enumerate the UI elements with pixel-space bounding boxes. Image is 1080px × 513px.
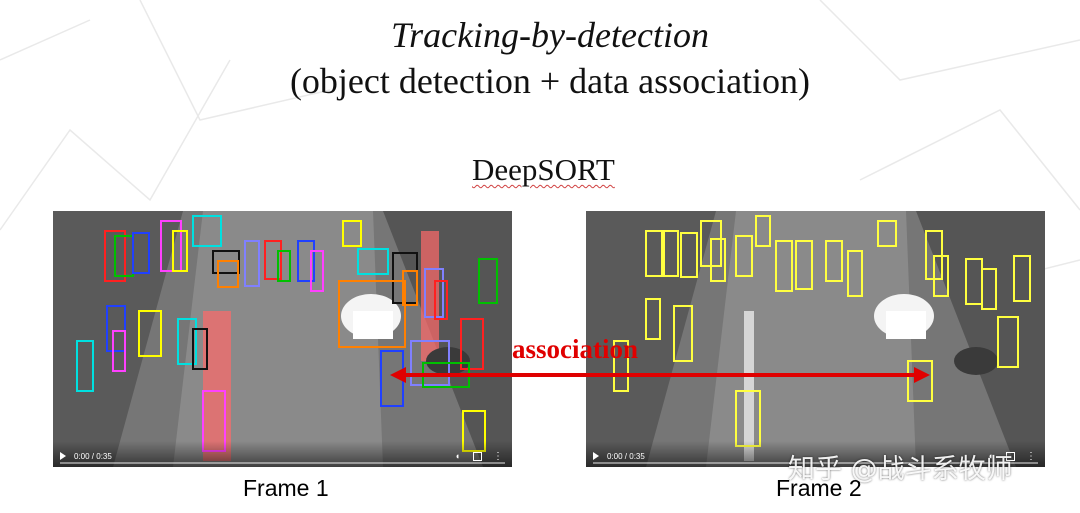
detection-box	[965, 258, 983, 305]
detection-box	[357, 248, 389, 275]
more-vertical-icon[interactable]: ⋮	[1026, 451, 1036, 462]
detection-box	[1013, 255, 1031, 302]
detection-box	[877, 220, 897, 247]
detection-box	[160, 220, 182, 272]
frame-2-player-controls: 0:00 / 0:35 ◖ ⋮	[586, 441, 1045, 467]
detection-box	[613, 340, 629, 392]
detection-box	[338, 280, 406, 348]
detection-box	[775, 240, 793, 292]
frame-1-caption: Frame 1	[243, 475, 329, 501]
detection-box	[755, 215, 771, 247]
detection-box	[277, 250, 291, 282]
detection-box	[933, 255, 949, 297]
frame-2-caption: Frame 2	[776, 475, 862, 501]
captions-icon[interactable]: ◖	[454, 451, 460, 461]
detection-box	[132, 232, 150, 274]
detection-box	[402, 270, 418, 306]
detection-box	[460, 318, 484, 370]
detection-box	[710, 238, 726, 282]
frame-1-detection-boxes	[76, 215, 498, 452]
detection-box	[735, 390, 761, 447]
detection-box	[680, 232, 698, 278]
play-icon[interactable]	[60, 452, 66, 460]
detection-box	[907, 360, 933, 402]
detection-box	[645, 230, 663, 277]
progress-bar[interactable]	[60, 462, 505, 464]
detection-box	[645, 298, 661, 340]
detection-box	[310, 250, 324, 292]
detection-box	[112, 330, 126, 372]
detection-box	[192, 328, 208, 370]
detection-box	[434, 280, 448, 320]
frame-2-detection-boxes	[613, 215, 1031, 447]
watermark: 知乎 @战斗系牧师	[788, 454, 1013, 485]
fullscreen-icon[interactable]	[1006, 452, 1015, 461]
detection-box	[297, 240, 315, 282]
detection-box	[478, 258, 498, 304]
detection-box	[138, 310, 162, 357]
detection-box	[735, 235, 753, 277]
detection-box	[981, 268, 997, 310]
fullscreen-icon[interactable]	[473, 452, 482, 461]
detection-box	[192, 215, 222, 247]
frame-2-video[interactable]: 0:00 / 0:35 ◖ ⋮	[586, 211, 1045, 467]
association-label: association	[512, 334, 639, 364]
time-display: 0:00 / 0:35	[607, 452, 645, 461]
detection-box	[663, 230, 679, 277]
association-arrow	[390, 367, 930, 383]
detection-box	[825, 240, 843, 282]
more-vertical-icon[interactable]: ⋮	[493, 451, 503, 462]
frame-2-scene	[586, 211, 1045, 467]
slide-subtitle: (object detection + data association)	[289, 61, 811, 101]
captions-icon[interactable]: ◖	[987, 451, 993, 461]
detection-box	[847, 250, 863, 297]
detection-box	[177, 318, 197, 365]
detection-box	[342, 220, 362, 247]
frame-1-player-controls: 0:00 / 0:35 ◖ ⋮	[53, 441, 512, 467]
detection-box	[997, 316, 1019, 368]
slide-title: Tracking-by-detection	[391, 15, 709, 55]
detection-box	[217, 260, 239, 288]
play-icon[interactable]	[593, 452, 599, 460]
detection-box	[244, 240, 260, 287]
detection-box	[795, 240, 813, 290]
detection-box	[76, 340, 94, 392]
method-label: DeepSORT	[472, 152, 615, 187]
frame-1-video[interactable]: 0:00 / 0:35 ◖ ⋮	[53, 211, 512, 467]
time-display: 0:00 / 0:35	[74, 452, 112, 461]
detection-box	[673, 305, 693, 362]
detection-box	[172, 230, 188, 272]
detection-box	[106, 305, 126, 352]
progress-bar[interactable]	[593, 462, 1038, 464]
detection-box	[104, 230, 126, 282]
detection-box	[264, 240, 282, 280]
